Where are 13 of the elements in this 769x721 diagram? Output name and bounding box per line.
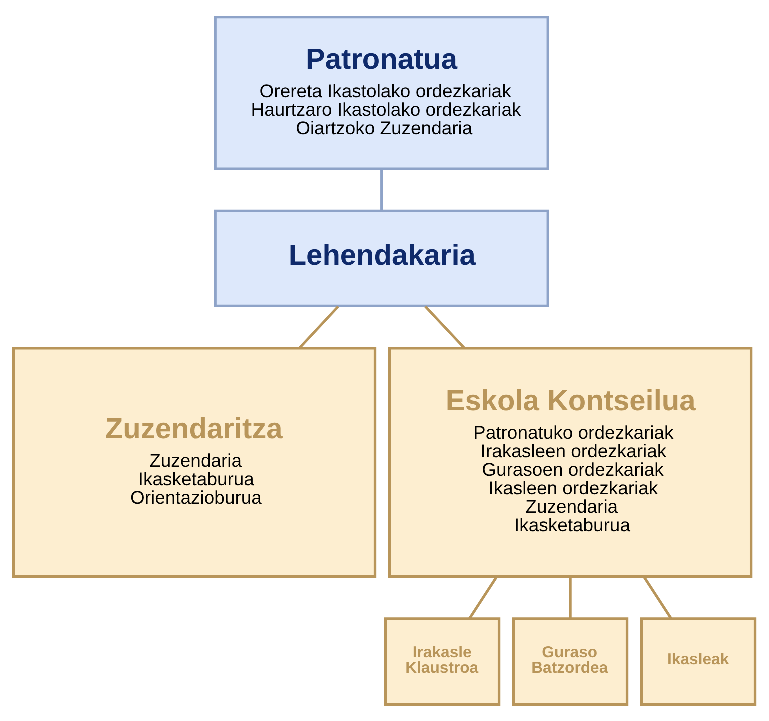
node-box: Ikasleak: [640, 617, 757, 706]
connector: [298, 305, 340, 349]
connector: [380, 168, 384, 210]
node-box: Guraso Batzordea: [512, 617, 629, 706]
node-box: Zuzendaritza Zuzendaria Ikasketaburua Orientazioburua: [12, 346, 377, 578]
connector: [468, 576, 498, 620]
connector: [424, 305, 466, 349]
node-box: Irakasle Klaustroa: [384, 617, 501, 706]
node-box: Eskola Kontseilua Patronatuko ordezkariak Irakasleen ordezkariak Gurasoen ordezkariak Ikasleen ordezkariak Zuzendaria Ikasketaburua: [388, 346, 753, 578]
node-box: Lehendakaria: [214, 209, 550, 308]
node-box: Patronatua Orereta Ikastolako ordezkariak Haurtzaro Ikastolako ordezkariak Oiartzoko Zuzendaria: [214, 15, 550, 170]
connector: [643, 576, 673, 620]
connector: [569, 576, 572, 618]
